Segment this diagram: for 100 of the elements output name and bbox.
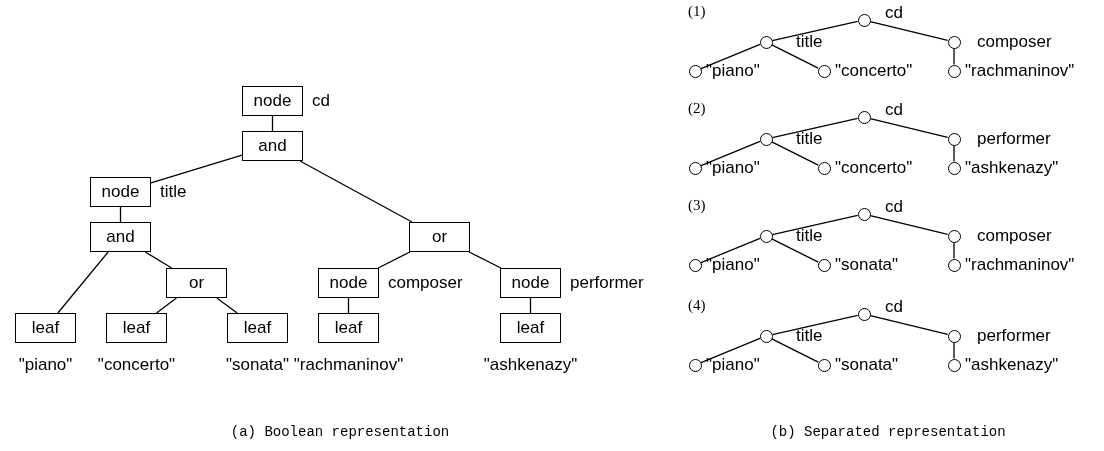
node-annotation: cd — [885, 3, 903, 23]
node-annotation: cd — [885, 297, 903, 317]
operator-box — [15, 313, 76, 343]
tree-node-circle — [817, 358, 831, 372]
panel-number: (3) — [688, 197, 706, 214]
tree-edge — [700, 140, 761, 167]
operator-box — [227, 313, 288, 343]
node-annotation: cd — [885, 197, 903, 217]
node-annotation: "ashkenazy" — [965, 158, 1059, 178]
tree-node-circle — [947, 358, 961, 372]
tree-node-circle — [817, 161, 831, 175]
tree-edge — [700, 237, 761, 264]
operator-box — [242, 131, 303, 161]
tree-edge — [57, 251, 109, 314]
node-annotation: composer — [977, 226, 1052, 246]
panel-number: (2) — [688, 100, 706, 117]
tree-edge — [216, 297, 238, 314]
operator-box — [500, 313, 561, 343]
node-annotation: "concerto" — [835, 158, 913, 178]
tree-edge — [700, 43, 761, 70]
tree-edge — [953, 144, 955, 163]
tree-edge — [771, 20, 859, 42]
operator-box — [90, 177, 151, 207]
node-annotation: "piano" — [18, 355, 73, 375]
operator-box — [500, 268, 561, 298]
panel-number: (1) — [688, 3, 706, 20]
panel-number: (4) — [688, 297, 706, 314]
tree-edge — [869, 20, 949, 42]
tree-node-circle — [688, 358, 702, 372]
tree-node-circle — [759, 229, 773, 243]
node-annotation: composer — [388, 273, 463, 293]
node-annotation: "concerto" — [97, 355, 176, 375]
node-label: leaf — [122, 318, 151, 338]
tree-node-circle — [857, 13, 871, 27]
node-annotation: title — [796, 226, 823, 246]
node-label: leaf — [516, 318, 545, 338]
tree-edge — [869, 314, 949, 336]
tree-node-circle — [688, 64, 702, 78]
node-annotation: "rachmaninov" — [293, 355, 404, 375]
tree-edge — [869, 117, 949, 139]
tree-node-circle — [857, 110, 871, 124]
operator-box — [90, 222, 151, 252]
operator-box — [242, 86, 303, 116]
operator-box — [318, 313, 379, 343]
node-annotation: "ashkenazy" — [483, 355, 578, 375]
tree-node-circle — [759, 329, 773, 343]
tree-node-circle — [759, 35, 773, 49]
tree-node-circle — [947, 229, 961, 243]
node-annotation: "concerto" — [835, 61, 913, 81]
tree-edge — [155, 297, 178, 314]
tree-node-circle — [857, 207, 871, 221]
tree-edge — [771, 314, 859, 336]
tree-edge — [953, 341, 955, 360]
tree-edge — [144, 251, 173, 269]
tree-edge — [377, 251, 411, 269]
node-label: and — [258, 136, 287, 156]
tree-edge — [150, 154, 243, 184]
tree-node-circle — [688, 161, 702, 175]
tree-node-circle — [947, 161, 961, 175]
tree-edge — [771, 117, 859, 139]
tree-node-circle — [817, 258, 831, 272]
tree-node-circle — [759, 132, 773, 146]
tree-edge — [771, 141, 819, 166]
node-annotation: "piano" — [706, 61, 760, 81]
node-annotation: "rachmaninov" — [965, 255, 1075, 275]
tree-node-circle — [688, 258, 702, 272]
node-annotation: "piano" — [706, 255, 760, 275]
node-label: node — [101, 182, 140, 202]
tree-edge — [299, 160, 413, 223]
tree-node-circle — [947, 132, 961, 146]
operator-box — [318, 268, 379, 298]
node-label: or — [188, 273, 205, 293]
node-annotation: performer — [570, 273, 644, 293]
node-annotation: "piano" — [706, 158, 760, 178]
node-annotation: cd — [885, 100, 903, 120]
tree-edge — [869, 214, 949, 236]
node-label: or — [431, 227, 448, 247]
tree-edge — [771, 214, 859, 236]
tree-edge — [700, 337, 761, 364]
node-annotation: title — [796, 32, 823, 52]
node-annotation: "sonata" — [835, 355, 899, 375]
node-label: node — [253, 91, 292, 111]
tree-edge — [953, 241, 955, 260]
tree-node-circle — [947, 64, 961, 78]
operator-box — [106, 313, 167, 343]
node-annotation: performer — [977, 326, 1051, 346]
figure-caption: (b) Separated representation — [770, 424, 1006, 440]
tree-node-circle — [947, 329, 961, 343]
node-label: leaf — [31, 318, 60, 338]
node-annotation: cd — [312, 91, 330, 111]
node-annotation: "rachmaninov" — [965, 61, 1075, 81]
node-label: leaf — [243, 318, 272, 338]
tree-node-circle — [947, 258, 961, 272]
figure-caption: (a) Boolean representation — [230, 424, 450, 440]
node-annotation: "sonata" — [835, 255, 899, 275]
node-label: leaf — [334, 318, 363, 338]
node-annotation: composer — [977, 32, 1052, 52]
tree-node-circle — [857, 307, 871, 321]
tree-edge — [468, 251, 502, 269]
node-annotation: performer — [977, 129, 1051, 149]
